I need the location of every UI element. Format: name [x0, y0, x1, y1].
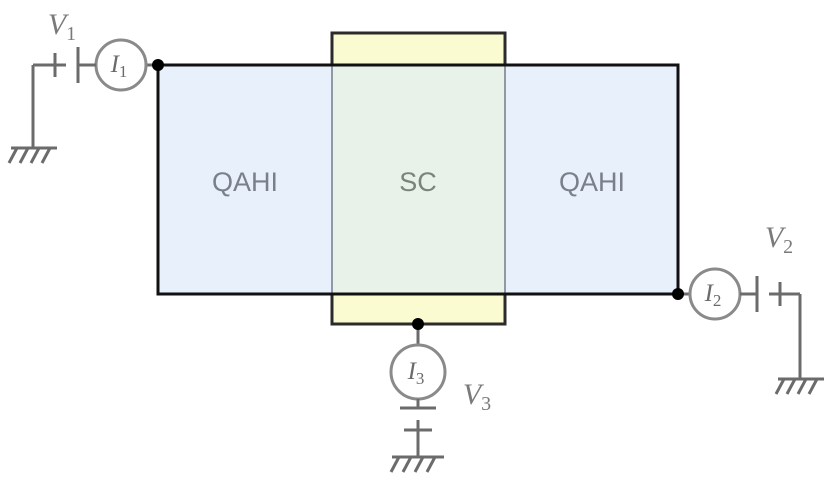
ammeter-3-symbol: I	[407, 358, 418, 385]
voltage-1-subscript: 1	[66, 23, 76, 45]
ammeter-1-subscript: 1	[119, 62, 128, 81]
terminal-3-branch[interactable]: I3 V3	[389, 324, 491, 473]
ground-2-hatch-b	[785, 378, 797, 395]
voltage-source-3-label: V3	[463, 378, 491, 415]
ground-1-hatch-c	[29, 147, 41, 164]
device-outline	[156, 63, 680, 296]
contact-top-yellow	[330, 31, 507, 67]
voltage-3-symbol: V	[463, 378, 485, 411]
ground-1-hatch-d	[40, 147, 52, 164]
ground-1-hatch-b	[18, 147, 30, 164]
voltage-1-symbol: V	[48, 8, 70, 41]
ammeter-2-label: I2	[704, 280, 722, 310]
ground-3-hatch-d	[425, 456, 437, 473]
region-qahi-left-rect	[157, 64, 333, 295]
ammeter-1-symbol: I	[110, 51, 121, 78]
ground-1-hatch-a	[7, 147, 19, 164]
ground-1-symbol	[7, 146, 57, 164]
junction-node-1	[152, 59, 164, 71]
ground-2-hatch-c	[796, 378, 808, 395]
terminal-2-branch[interactable]: I2 V2	[678, 221, 824, 395]
ammeter-1-label: I1	[110, 51, 128, 81]
voltage-source-2-label: V2	[765, 221, 793, 258]
voltage-2-symbol: V	[765, 221, 787, 254]
region-sc-middle-rect	[331, 64, 506, 295]
voltage-source-1-label: V1	[48, 8, 76, 45]
junction-node-2	[672, 288, 684, 300]
ammeter-2-subscript: 2	[713, 291, 722, 310]
ground-3-hatch-b	[401, 456, 413, 473]
ammeter-3-subscript: 3	[416, 369, 425, 388]
ground-2-hatch-a	[774, 378, 786, 395]
ground-3-symbol	[389, 455, 444, 473]
ground-3-hatch-c	[413, 456, 425, 473]
voltage-3-subscript: 3	[481, 393, 491, 415]
junction-node-3	[412, 318, 424, 330]
terminal-1-branch[interactable]: I1 V1	[7, 8, 158, 164]
superconducting-contacts	[330, 31, 507, 326]
region-label-qahi-left: QAHI	[212, 167, 278, 197]
ground-3-hatch-a	[389, 456, 401, 473]
voltage-2-subscript: 2	[783, 236, 793, 258]
ground-2-symbol	[774, 377, 824, 395]
region-label-qahi-right: QAHI	[559, 167, 625, 197]
region-label-sc: SC	[399, 167, 437, 197]
ground-2-hatch-d	[807, 378, 819, 395]
region-labels: QAHI SC QAHI	[212, 167, 625, 197]
ammeter-2-symbol: I	[704, 280, 715, 307]
junction-nodes	[152, 59, 684, 330]
ammeter-3-label: I3	[407, 358, 425, 388]
